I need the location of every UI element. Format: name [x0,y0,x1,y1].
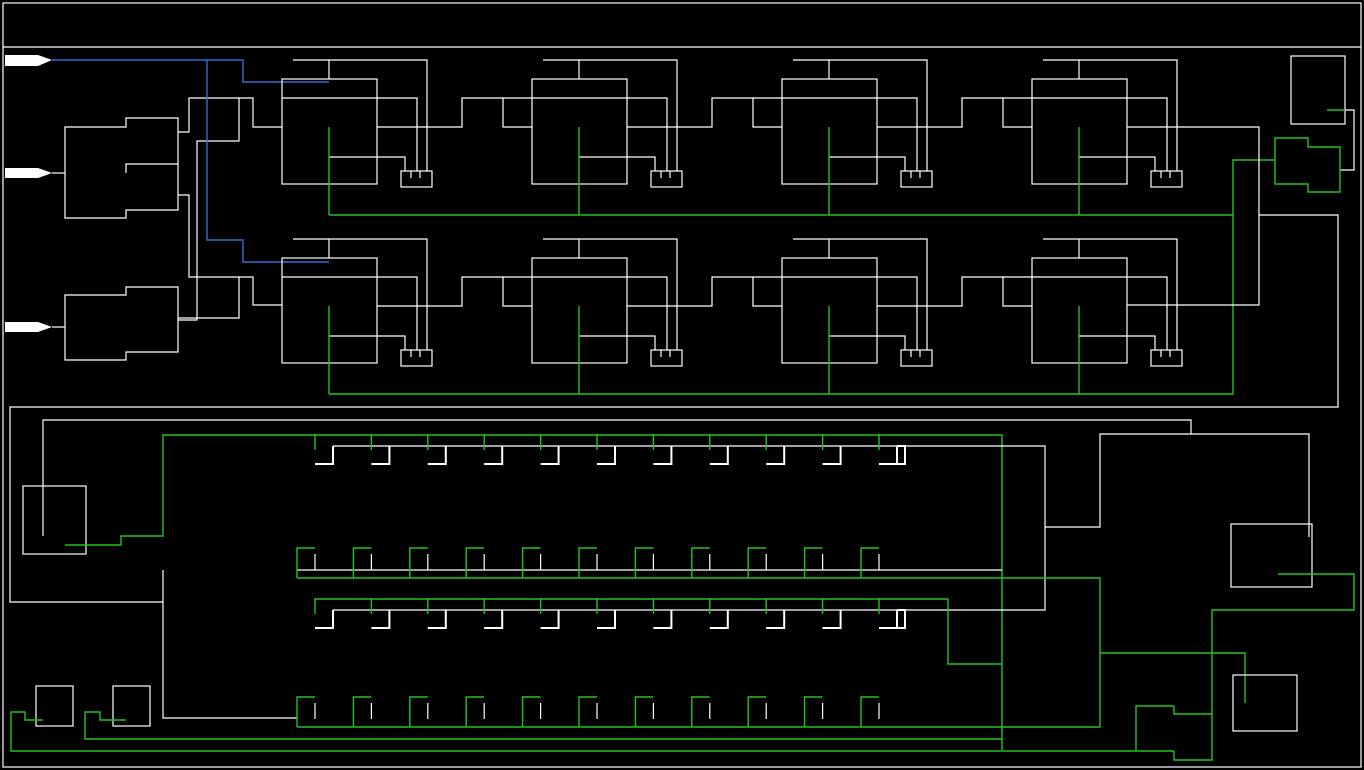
bank-bit[interactable] [653,446,673,465]
cell-latch [1150,170,1183,188]
bank-tap[interactable] [691,696,710,727]
cell-latch [900,349,933,367]
input-port-2[interactable] [5,168,52,178]
bank-tap[interactable] [803,547,823,578]
bank-bit[interactable] [766,610,786,629]
bank-tap[interactable] [352,696,372,727]
bank-tap[interactable] [634,547,654,578]
bank-tap[interactable] [409,696,428,727]
bank-bit[interactable] [709,446,729,465]
register-banks [296,434,906,727]
bank-bit[interactable] [540,610,560,629]
top-right-block [1290,55,1346,125]
bank-bit[interactable] [822,610,842,629]
cell-latch [400,349,433,367]
logic-cell-r2-c4[interactable] [1031,238,1183,394]
bank-row-b-2 [296,696,880,727]
bank-routing [162,433,1310,728]
right-mux-block [1274,137,1341,193]
bank-tap[interactable] [578,547,597,578]
bottom-right-block-1 [1230,523,1313,588]
logic-cell-r2-c3[interactable] [781,238,1032,394]
bank-bit[interactable] [427,446,447,465]
bank-tap[interactable] [521,547,541,578]
bottom-left-block-1 [35,685,74,727]
bank-bit[interactable] [371,610,391,629]
logic-cell-r1-c4[interactable] [1031,59,1183,215]
bank-tap[interactable] [521,696,541,727]
bank-bit[interactable] [484,610,504,629]
bank-row-a-1 [314,434,906,465]
cell-latch [650,349,683,367]
bank-bit[interactable] [540,446,560,465]
logic-cell-r2-c2[interactable] [531,238,782,394]
input-buffer-block-2 [64,286,179,361]
bank-tap[interactable] [352,547,372,578]
bank-tap[interactable] [747,547,767,578]
bank-bit[interactable] [597,446,616,465]
blue-net [52,59,329,263]
bank-tap[interactable] [578,696,597,727]
bank-bit[interactable] [879,610,898,629]
bank-row-b-1 [296,547,880,578]
cell-latch [1150,349,1183,367]
bank-bit[interactable] [822,446,842,465]
bank-tap[interactable] [691,547,710,578]
bank-bit[interactable] [597,610,616,629]
cell-latch [400,170,433,188]
bank-bit[interactable] [427,610,447,629]
cell-latch [650,170,683,188]
buffer-fanout-wiring [125,97,282,321]
lower-left-block [22,485,87,555]
cell-array [281,59,1183,394]
logic-cell-r2-c1[interactable] [281,238,532,394]
right-routing [9,126,1339,603]
bank-tap[interactable] [296,696,315,727]
bank-tap[interactable] [860,696,879,727]
bottom-right-block-2 [1232,674,1298,732]
bank-tap[interactable] [860,547,879,578]
bank-tap[interactable] [465,547,485,578]
bank-bit[interactable] [484,446,504,465]
bank-tap[interactable] [747,696,767,727]
bank-bit[interactable] [879,446,898,465]
bank-bit[interactable] [709,610,729,629]
bank-bit[interactable] [315,446,334,465]
bank-bit[interactable] [766,446,786,465]
bank-bit[interactable] [315,610,334,629]
bank-bit[interactable] [371,446,391,465]
cell-green-rails [329,159,1275,395]
bank-tap[interactable] [803,696,823,727]
input-buffer-block-1 [64,117,179,219]
bank-tap[interactable] [465,696,485,727]
input-port-3[interactable] [5,322,52,332]
input-port-1[interactable] [5,55,52,66]
cell-latch [900,170,933,188]
logic-cell-r1-c2[interactable] [531,59,782,215]
logic-cell-r1-c1[interactable] [281,59,532,215]
logic-cell-r1-c3[interactable] [781,59,1032,215]
bank-tap[interactable] [634,696,654,727]
bank-tap[interactable] [409,547,428,578]
bottom-left-block-2 [112,685,151,727]
bank-row-a-2 [314,598,906,629]
bank-tap[interactable] [296,547,315,578]
bank-bit[interactable] [653,610,673,629]
